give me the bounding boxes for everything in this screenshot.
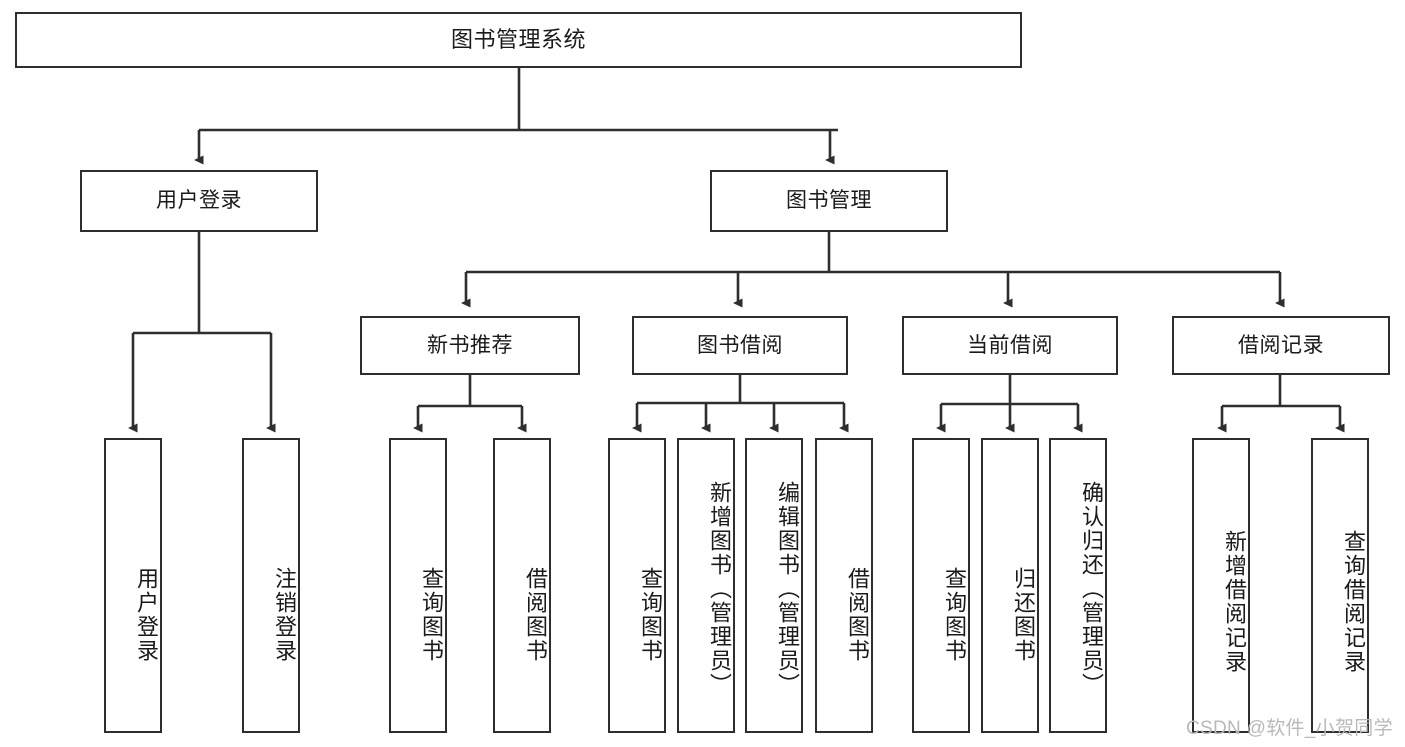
node-book-management[interactable]: 图书管理 xyxy=(710,170,948,232)
node-root-system[interactable]: 图书管理系统 xyxy=(15,12,1022,68)
csdn-watermark: CSDN @软件_小贺同学 xyxy=(1186,713,1393,740)
leaf-new-book-borrow[interactable]: 借阅图书 xyxy=(493,438,551,733)
leaf-query-borrow-record-label: 查询借阅记录 xyxy=(1341,529,1366,674)
node-book-borrow-label: 图书借阅 xyxy=(697,333,783,357)
leaf-add-borrow-record[interactable]: 新增借阅记录 xyxy=(1192,438,1250,733)
leaf-borrow-book-label: 借阅图书 xyxy=(845,566,870,663)
leaf-return-book-label: 归还图书 xyxy=(1011,566,1036,663)
leaf-borrow-query-book-label: 查询图书 xyxy=(638,566,663,663)
leaf-query-borrow-record[interactable]: 查询借阅记录 xyxy=(1311,438,1369,733)
leaf-borrow-book[interactable]: 借阅图书 xyxy=(815,438,873,733)
node-book-borrow[interactable]: 图书借阅 xyxy=(632,316,848,375)
leaf-return-book[interactable]: 归还图书 xyxy=(981,438,1039,733)
leaf-add-borrow-record-label: 新增借阅记录 xyxy=(1222,529,1247,674)
leaf-confirm-return-admin-label: 确认归还（管理员） xyxy=(1079,480,1104,697)
leaf-confirm-return-admin[interactable]: 确认归还（管理员） xyxy=(1049,438,1107,733)
leaf-current-query-book[interactable]: 查询图书 xyxy=(912,438,970,733)
node-root-label: 图书管理系统 xyxy=(450,26,586,52)
leaf-add-book-admin[interactable]: 新增图书（管理员） xyxy=(677,438,735,733)
node-borrow-record[interactable]: 借阅记录 xyxy=(1172,316,1390,375)
node-new-book-recommend[interactable]: 新书推荐 xyxy=(360,316,580,375)
leaf-user-login[interactable]: 用户登录 xyxy=(104,438,162,733)
csdn-watermark-text: CSDN @软件_小贺同学 xyxy=(1186,718,1393,739)
leaf-user-logout[interactable]: 注销登录 xyxy=(242,438,300,733)
node-current-borrow-label: 当前借阅 xyxy=(967,333,1053,357)
node-user-login-label: 用户登录 xyxy=(156,189,242,213)
leaf-user-login-label: 用户登录 xyxy=(134,566,159,663)
node-book-management-label: 图书管理 xyxy=(786,189,872,213)
leaf-borrow-query-book[interactable]: 查询图书 xyxy=(608,438,666,733)
node-current-borrow[interactable]: 当前借阅 xyxy=(902,316,1118,375)
leaf-new-book-query[interactable]: 查询图书 xyxy=(389,438,447,733)
leaf-new-book-borrow-label: 借阅图书 xyxy=(523,566,548,663)
leaf-edit-book-admin-label: 编辑图书（管理员） xyxy=(775,480,800,697)
leaf-user-logout-label: 注销登录 xyxy=(272,566,297,663)
node-new-book-recommend-label: 新书推荐 xyxy=(427,333,513,357)
leaf-new-book-query-label: 查询图书 xyxy=(419,566,444,663)
leaf-current-query-book-label: 查询图书 xyxy=(942,566,967,663)
leaf-edit-book-admin[interactable]: 编辑图书（管理员） xyxy=(745,438,803,733)
node-user-login[interactable]: 用户登录 xyxy=(80,170,318,232)
node-borrow-record-label: 借阅记录 xyxy=(1238,333,1324,357)
leaf-add-book-admin-label: 新增图书（管理员） xyxy=(707,480,732,697)
